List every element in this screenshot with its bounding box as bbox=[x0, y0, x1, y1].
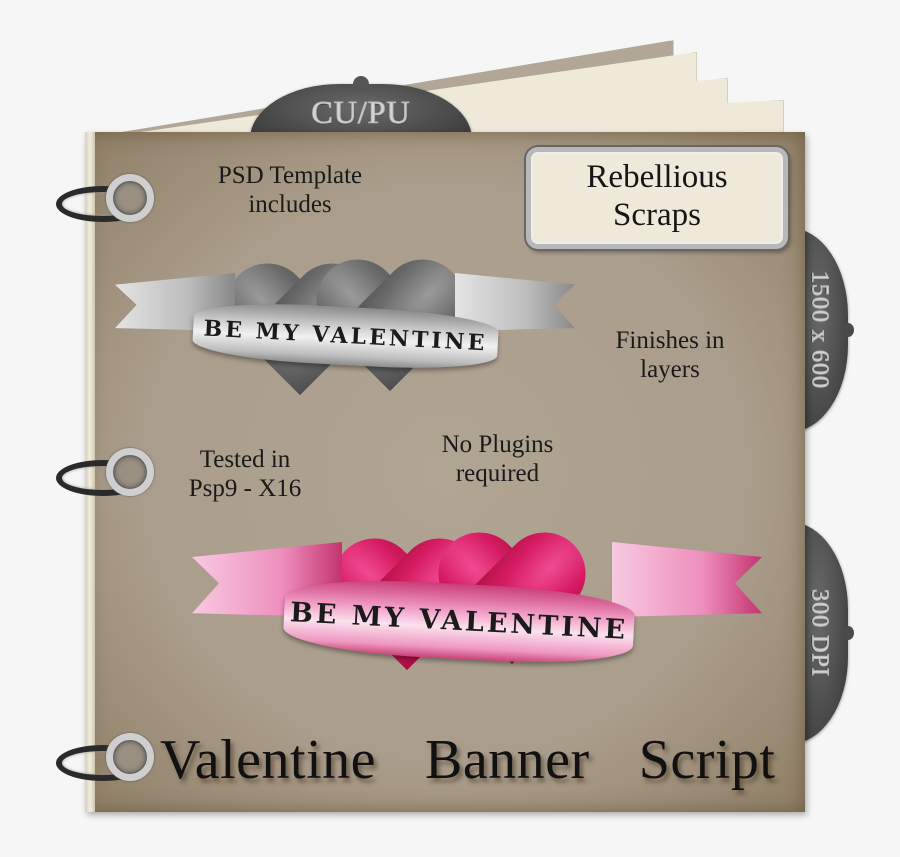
gray-valentine-banner: BE MY VALENTINE bbox=[115, 255, 575, 410]
brand-plaque: Rebellious Scraps bbox=[526, 147, 788, 249]
size-label: 1500 x 600 bbox=[806, 271, 833, 390]
tested-in-label: Tested in Psp9 - X16 bbox=[188, 446, 302, 502]
binder-ring-icon bbox=[48, 442, 154, 502]
product-title: Valentine Banner Script bbox=[160, 729, 776, 791]
binder-ring-icon bbox=[48, 168, 154, 228]
tab-notch bbox=[842, 626, 854, 640]
pink-valentine-banner: BE MY VALENTINE bbox=[192, 522, 762, 717]
tab-notch bbox=[353, 76, 369, 92]
no-plugins-label: No Plugins required bbox=[441, 431, 554, 487]
dpi-label: 300 DPI bbox=[806, 589, 833, 678]
finishes-layers-label: Finishes in layers bbox=[615, 327, 725, 383]
pink-banner-text: BE MY VALENTINE bbox=[289, 597, 629, 646]
gray-banner-text: BE MY VALENTINE bbox=[202, 315, 489, 357]
brand-line-1: Rebellious bbox=[586, 159, 728, 195]
ribbon-tail-right bbox=[612, 542, 762, 617]
brand-line-2: Scraps bbox=[613, 197, 701, 233]
binder-ring-icon bbox=[48, 727, 154, 787]
tab-notch bbox=[842, 323, 854, 337]
cu-pu-label: CU/PU bbox=[311, 94, 411, 131]
psd-template-label: PSD Template includes bbox=[217, 162, 363, 218]
